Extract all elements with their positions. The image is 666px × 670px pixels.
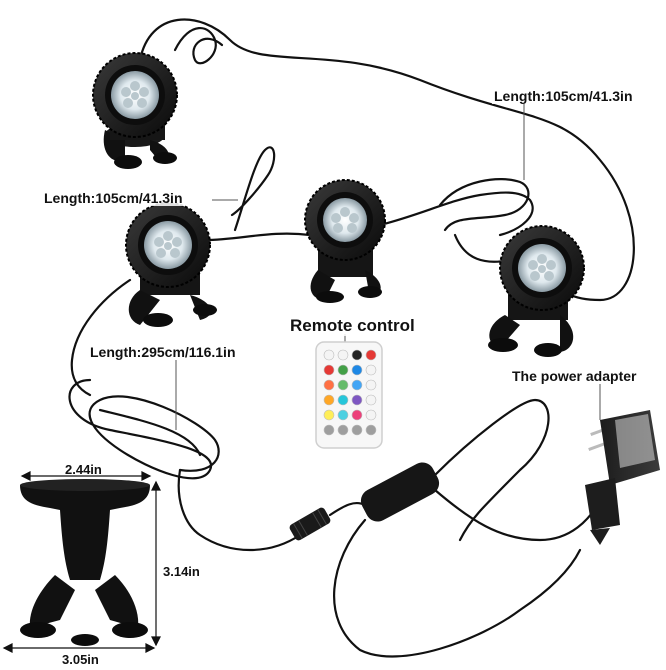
remote-button (337, 379, 349, 391)
remote-button (351, 424, 363, 436)
lamp-1 (92, 52, 178, 169)
remote-button (365, 424, 377, 436)
cables (68, 18, 635, 658)
remote-control (315, 341, 383, 449)
remote-button (351, 349, 363, 361)
remote-button (351, 394, 363, 406)
remote-button (365, 349, 377, 361)
remote-control-label: Remote control (288, 316, 417, 336)
power-adapter-label: The power adapter (510, 368, 639, 384)
cable-length-label-top: Length:105cm/41.3in (492, 88, 635, 104)
lamp-3 (304, 179, 386, 303)
remote-button (365, 409, 377, 421)
dimension-top-width: 2.44in (65, 462, 102, 477)
cable-lamp2-lamp3 (203, 232, 312, 242)
dimension-lines (2, 471, 161, 653)
cable-length-label-mid: Length:105cm/41.3in (42, 190, 185, 206)
remote-button (323, 394, 335, 406)
remote-button (337, 424, 349, 436)
cable-connector (289, 507, 331, 541)
cable-main (70, 278, 132, 397)
lamp-side-view (20, 479, 150, 646)
remote-button (351, 409, 363, 421)
lamp-2 (125, 202, 217, 327)
remote-button (365, 394, 377, 406)
remote-button (323, 349, 335, 361)
remote-button (351, 364, 363, 376)
dimension-height: 3.14in (163, 564, 200, 579)
cable-top-loop (138, 18, 635, 302)
remote-button (323, 424, 335, 436)
dimension-base-width: 3.05in (62, 652, 99, 667)
remote-button (323, 409, 335, 421)
lamp-4 (488, 225, 585, 357)
remote-button (337, 349, 349, 361)
remote-button (351, 379, 363, 391)
remote-button (323, 379, 335, 391)
remote-button (323, 364, 335, 376)
remote-button (337, 409, 349, 421)
remote-button (337, 364, 349, 376)
remote-button (337, 394, 349, 406)
cable-coil (68, 378, 220, 480)
ir-controller-box (360, 462, 440, 522)
cable-lamp3-lamp4 (378, 191, 534, 237)
cable-length-label-main: Length:295cm/116.1in (88, 344, 238, 360)
power-adapter (585, 410, 660, 545)
remote-button (365, 364, 377, 376)
remote-button (365, 379, 377, 391)
